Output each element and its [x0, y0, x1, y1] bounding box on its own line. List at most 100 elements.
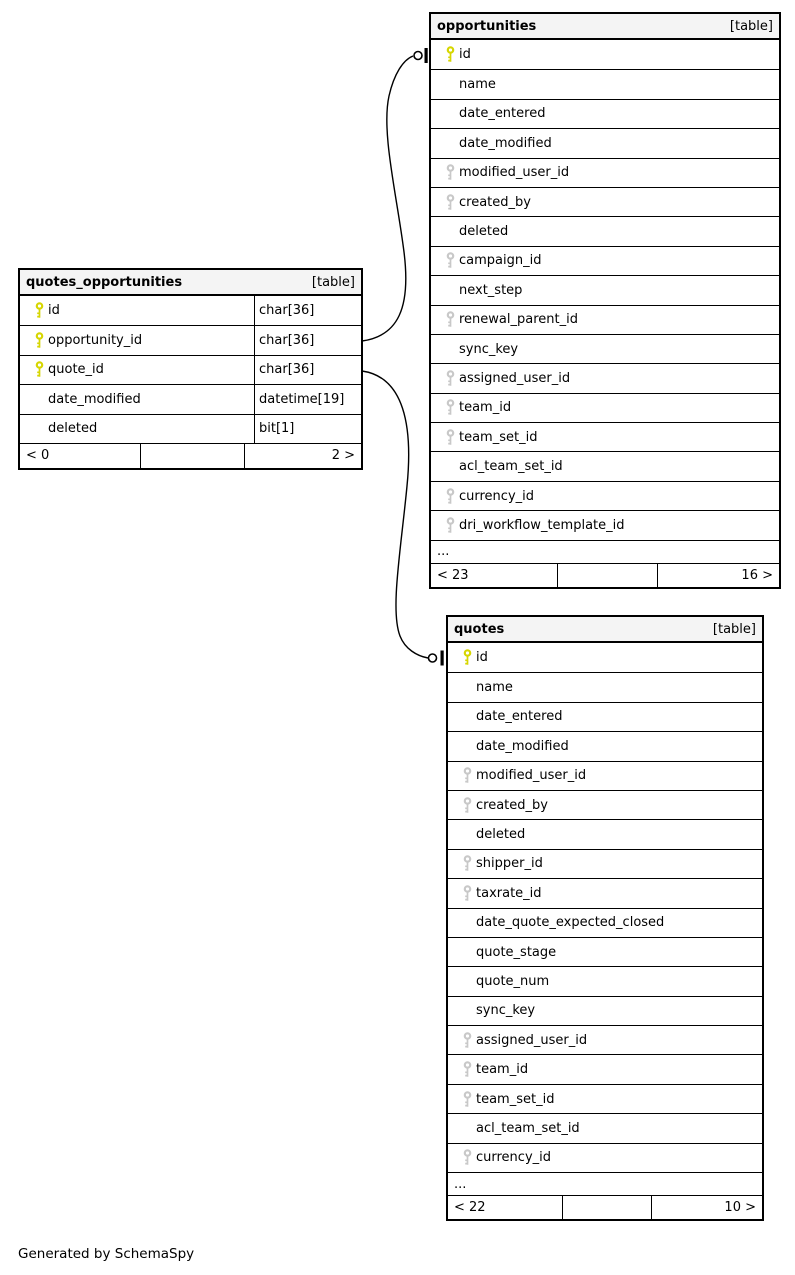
foreign-key-icon	[439, 306, 457, 334]
column-row: team_id	[448, 1054, 762, 1083]
column-row: campaign_id	[431, 245, 779, 275]
primary-key-icon	[28, 296, 46, 325]
column-name: id	[476, 650, 488, 666]
column-name: deleted	[459, 224, 509, 240]
column-row: created_by	[431, 186, 779, 216]
column-row: deleted bit[1]	[20, 413, 361, 443]
key-spacer	[456, 820, 474, 848]
column-row: date_quote_expected_closed	[448, 907, 762, 937]
foreign-key-icon	[456, 1085, 474, 1113]
table-title[interactable]: quotes	[454, 621, 505, 637]
column-name: dri_workflow_template_id	[459, 517, 625, 533]
column-name: deleted	[476, 827, 526, 843]
column-name: team_set_id	[459, 429, 538, 445]
key-spacer	[456, 938, 474, 966]
key-spacer	[439, 70, 457, 98]
foreign-key-icon	[439, 247, 457, 275]
primary-key-icon	[28, 356, 46, 384]
column-row: sync_key	[448, 995, 762, 1025]
column-row: id	[448, 643, 762, 672]
key-spacer	[439, 276, 457, 304]
key-spacer	[456, 967, 474, 995]
column-row: date_entered	[448, 701, 762, 731]
column-row: sync_key	[431, 333, 779, 363]
more-columns-ellipsis: ...	[448, 1172, 762, 1195]
column-row: deleted	[431, 216, 779, 245]
column-name: quote_stage	[476, 944, 557, 960]
column-row: currency_id	[431, 480, 779, 510]
column-name: name	[476, 680, 513, 696]
key-spacer	[456, 703, 474, 731]
footer-middle	[562, 1196, 651, 1220]
table-header[interactable]: opportunities [table]	[431, 14, 779, 40]
column-row: shipper_id	[448, 848, 762, 878]
column-name: team_id	[459, 400, 512, 416]
column-type: datetime[19]	[254, 385, 361, 414]
key-spacer	[28, 385, 46, 413]
footer-children-count: < 23	[437, 567, 469, 583]
column-name: date_modified	[476, 738, 569, 754]
table-opportunities[interactable]: opportunities [table] id name date_entered…	[429, 12, 781, 589]
footer-middle	[557, 563, 657, 587]
column-row: quote_id char[36]	[20, 354, 361, 385]
column-type: char[36]	[254, 296, 361, 326]
column-row: acl_team_set_id	[448, 1113, 762, 1142]
foreign-key-icon	[456, 791, 474, 819]
column-name: currency_id	[459, 488, 535, 504]
table-header[interactable]: quotes [table]	[448, 617, 762, 643]
column-name: opportunity_id	[48, 333, 143, 349]
key-spacer	[439, 335, 457, 363]
table-badge: [table]	[311, 274, 355, 290]
foreign-key-icon	[439, 394, 457, 422]
table-title[interactable]: opportunities	[437, 18, 537, 34]
column-row: team_set_id	[431, 422, 779, 451]
column-name: team_set_id	[476, 1091, 555, 1107]
column-name: deleted	[48, 421, 98, 437]
column-name: modified_user_id	[459, 165, 570, 181]
column-row: quote_num	[448, 966, 762, 995]
table-footer: < 23 16 >	[431, 562, 779, 587]
primary-key-icon	[28, 326, 46, 354]
column-row: dri_workflow_template_id	[431, 510, 779, 539]
key-spacer	[439, 129, 457, 157]
column-row: date_modified	[431, 128, 779, 157]
column-type: char[36]	[254, 355, 361, 385]
column-name: id	[48, 303, 60, 319]
column-name: acl_team_set_id	[476, 1120, 580, 1136]
column-name: date_entered	[459, 106, 546, 122]
column-row: date_modified	[448, 731, 762, 760]
primary-key-icon	[456, 643, 474, 672]
primary-key-icon	[439, 40, 457, 69]
column-row: date_entered	[431, 98, 779, 128]
column-row: modified_user_id	[448, 760, 762, 790]
column-name: currency_id	[476, 1150, 552, 1166]
column-type: bit[1]	[254, 414, 361, 443]
foreign-key-icon	[456, 879, 474, 907]
column-name: assigned_user_id	[459, 370, 571, 386]
column-name: name	[459, 77, 496, 93]
column-name: quote_id	[48, 362, 104, 378]
column-name: date_quote_expected_closed	[476, 915, 665, 931]
column-name: modified_user_id	[476, 768, 587, 784]
table-title[interactable]: quotes_opportunities	[26, 274, 183, 290]
column-name: date_modified	[48, 391, 141, 407]
table-quotes-opportunities[interactable]: quotes_opportunities [table] id char[36] o…	[18, 268, 363, 470]
column-name: acl_team_set_id	[459, 459, 563, 475]
column-name: id	[459, 47, 471, 63]
foreign-key-icon	[439, 159, 457, 187]
column-name: created_by	[476, 797, 548, 813]
column-row: assigned_user_id	[448, 1025, 762, 1054]
footer-parents-count: 16 >	[657, 563, 779, 587]
table-quotes[interactable]: quotes [table] id name date_entered date_mo…	[446, 615, 764, 1222]
table-header[interactable]: quotes_opportunities [table]	[20, 270, 361, 296]
column-row: team_id	[431, 392, 779, 422]
foreign-key-icon	[439, 511, 457, 539]
column-row: deleted	[448, 819, 762, 848]
foreign-key-icon	[439, 482, 457, 510]
key-spacer	[456, 732, 474, 760]
column-row: taxrate_id	[448, 878, 762, 907]
